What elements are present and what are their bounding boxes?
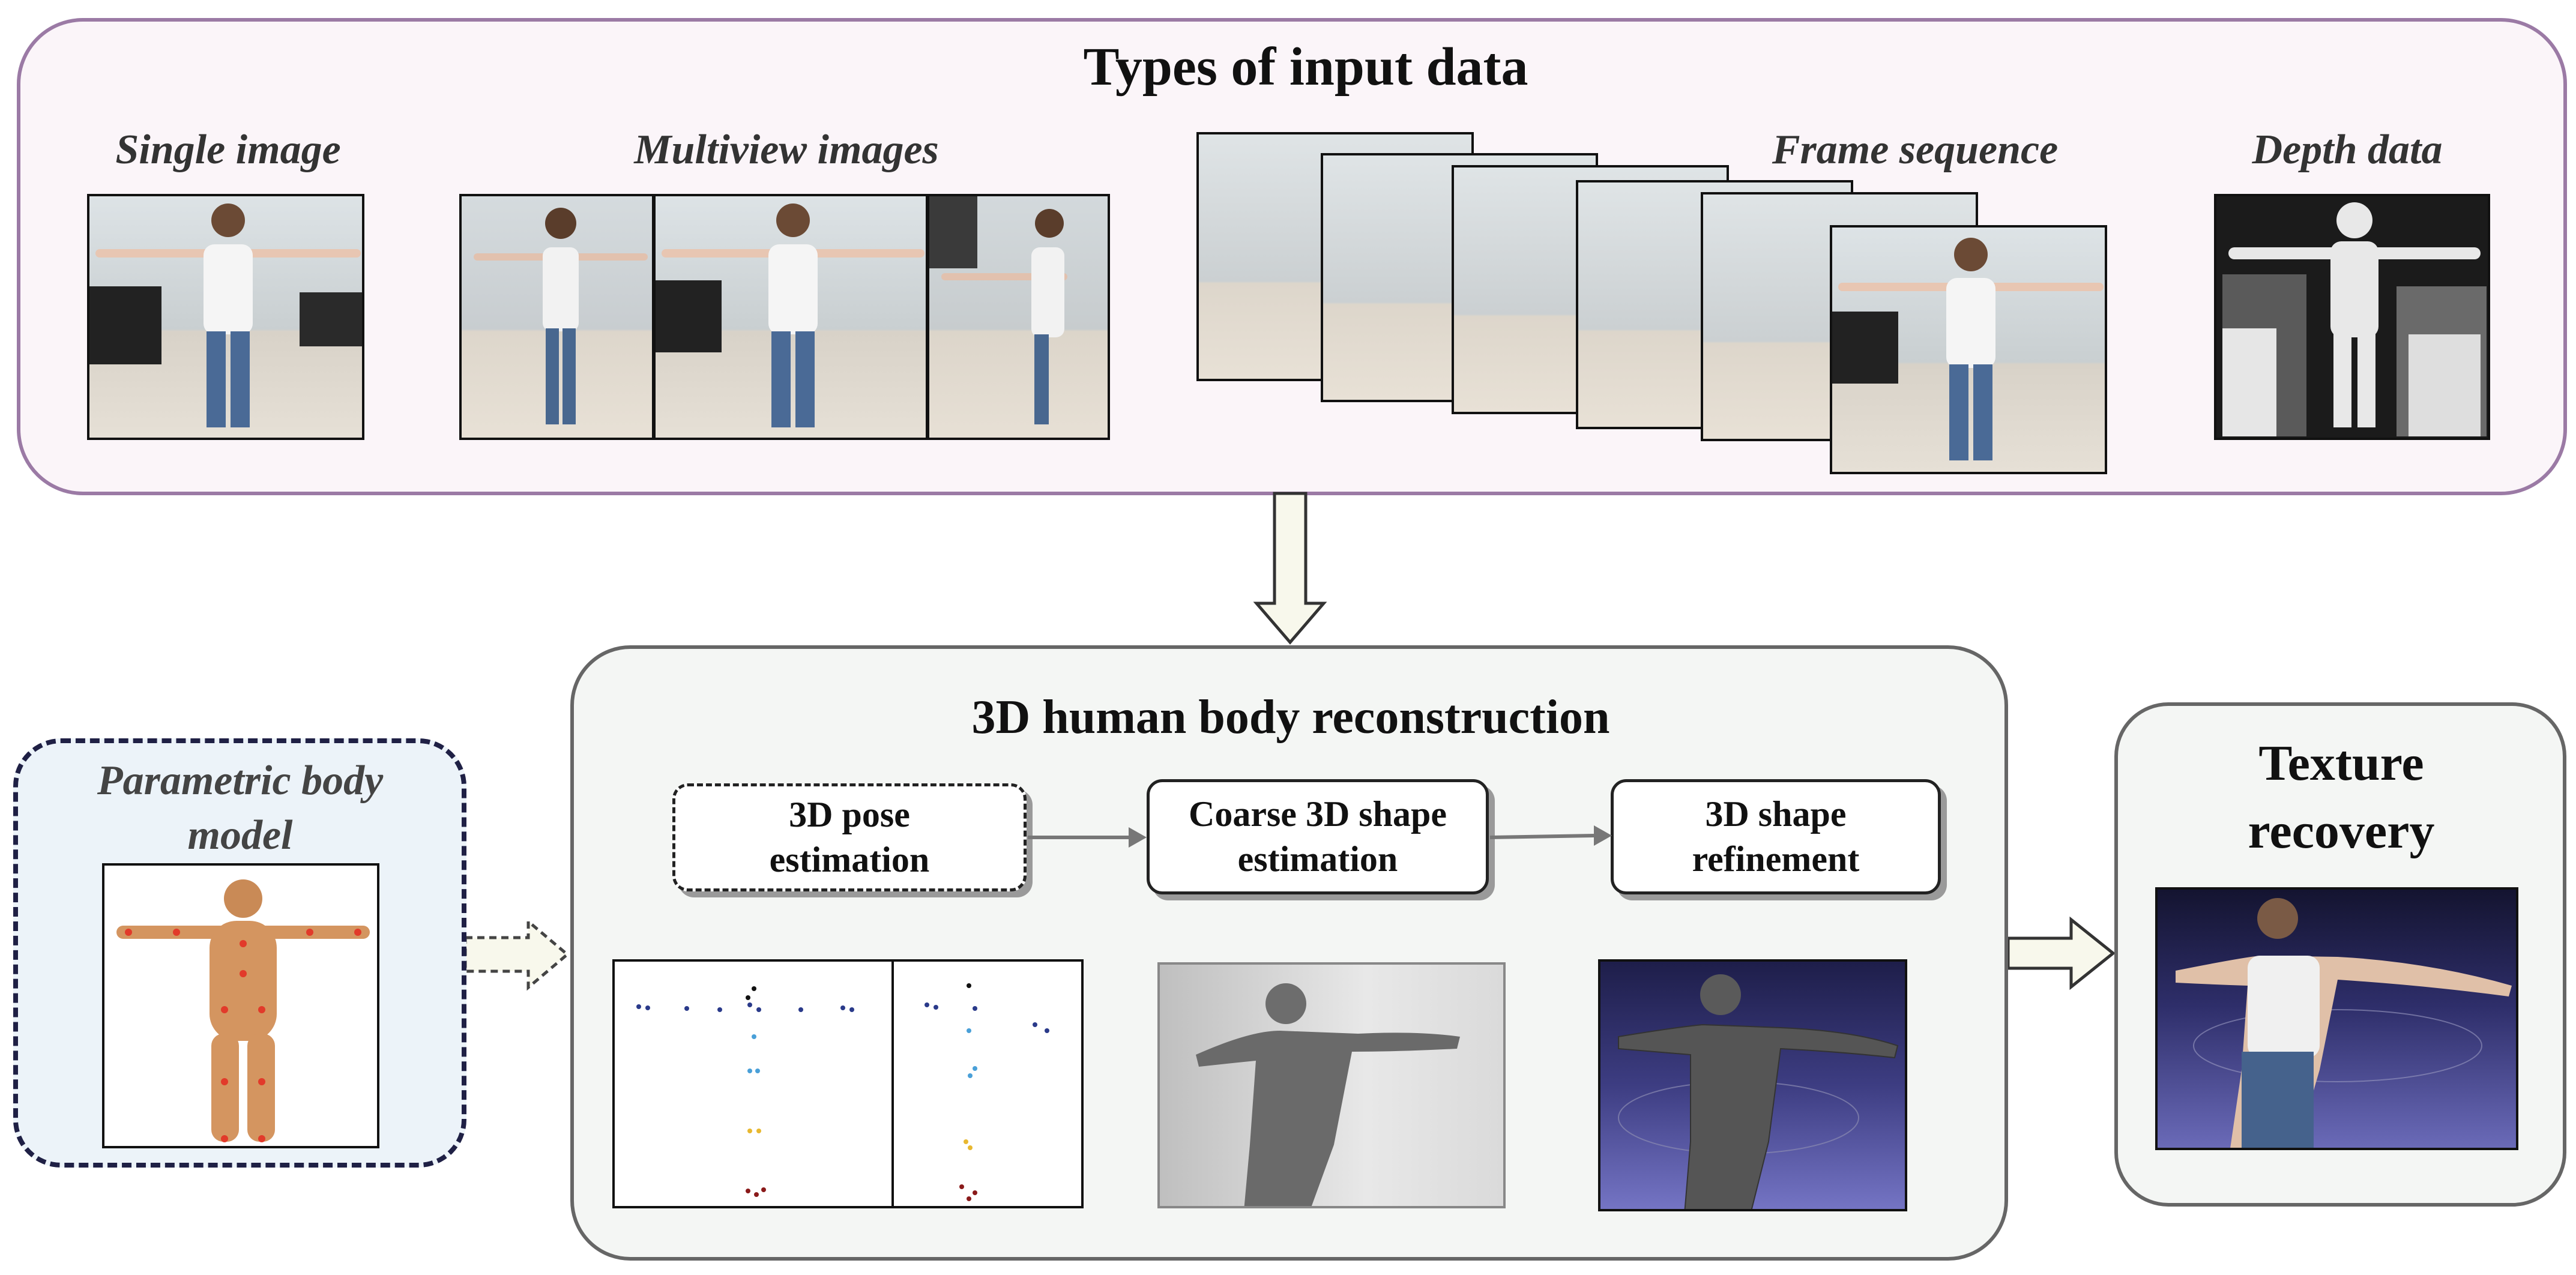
down-arrow [1253, 492, 1327, 645]
frame-sequence-label: Frame sequence [1772, 127, 2059, 173]
parametric-model-image [102, 863, 379, 1148]
single-image-label: Single image [115, 127, 341, 173]
multiview-images-label: Multiview images [634, 127, 939, 173]
multiview-image-left [459, 194, 654, 440]
input-data-title: Types of input data [1083, 37, 1528, 97]
depth-data-label: Depth data [2252, 127, 2443, 173]
depth-data-image [2214, 194, 2490, 440]
pose-keypoints-image [612, 959, 1084, 1208]
multiview-image-right [927, 194, 1110, 440]
multiview-image-center [653, 194, 928, 440]
step-pose-estimation: 3D pose estimation [672, 783, 1027, 891]
texture-title: Texture recovery [2248, 735, 2435, 860]
param-to-recon-arrow [463, 918, 570, 991]
sequence-frame-6 [1830, 225, 2107, 474]
parametric-model-title: Parametric body model [97, 758, 384, 858]
reconstruction-title: 3D human body reconstruction [971, 691, 1610, 744]
recon-to-texture-arrow [2006, 916, 2116, 990]
texture-recovery-image [2155, 887, 2518, 1150]
step-coarse-shape-estimation: Coarse 3D shape estimation [1147, 779, 1489, 894]
single-image-photo [87, 194, 364, 440]
step-shape-refinement: 3D shape refinement [1611, 779, 1941, 894]
refined-shape-image [1598, 959, 1907, 1211]
coarse-shape-image [1157, 962, 1506, 1208]
